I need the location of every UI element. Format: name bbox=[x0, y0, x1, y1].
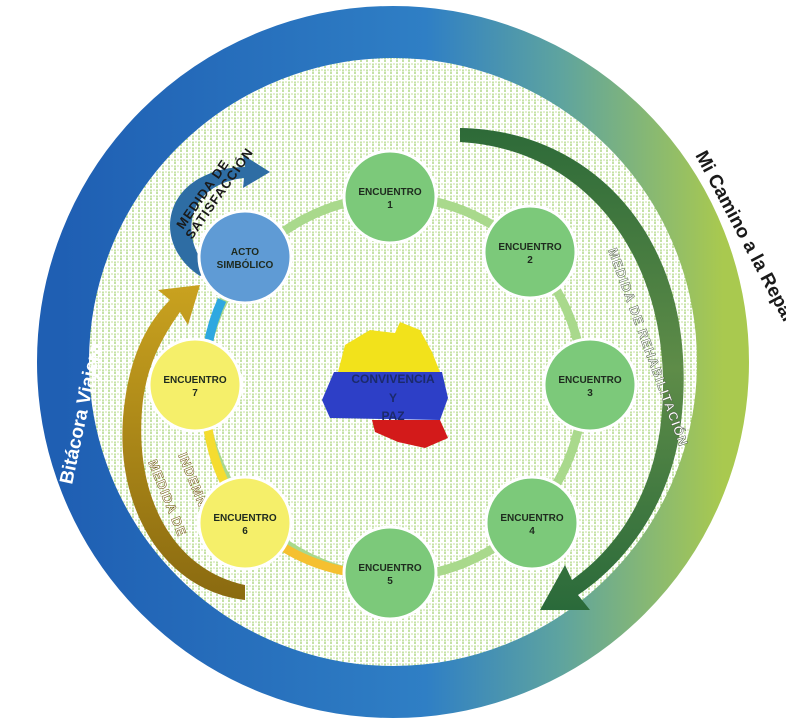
cycle-node-label: ENCUENTRO bbox=[213, 513, 277, 524]
cycle-node-label: ENCUENTRO bbox=[163, 375, 227, 386]
map-red bbox=[372, 420, 448, 448]
cycle-node-label: ENCUENTRO bbox=[358, 563, 422, 574]
map-blue bbox=[322, 372, 448, 420]
cycle-node-circle bbox=[197, 475, 293, 571]
cycle-node-sublabel: 6 bbox=[242, 526, 248, 537]
cycle-node-circle bbox=[342, 525, 438, 621]
cycle-node-label: ENCUENTRO bbox=[558, 375, 622, 386]
cycle-node-sublabel: 5 bbox=[387, 576, 393, 587]
cycle-node-label: ACTO bbox=[231, 247, 259, 258]
center-label-2: Y bbox=[389, 391, 397, 405]
cycle-node-circle bbox=[342, 149, 438, 245]
indemnization-arrow bbox=[122, 285, 245, 600]
cycle-node-circle bbox=[484, 475, 580, 571]
satisfaction-arrow bbox=[170, 155, 270, 276]
cycle-node: ENCUENTRO 5 bbox=[342, 525, 438, 621]
nodes-layer: ENCUENTRO1ENCUENTRO2ENCUENTRO3ENCUENTRO4… bbox=[147, 149, 638, 621]
cycle-node-sublabel: 7 bbox=[192, 388, 198, 399]
cycle-node-sublabel: SIMBÓLICO bbox=[217, 258, 274, 271]
cycle-node: ENCUENTRO 6 bbox=[197, 475, 293, 571]
cycle-node-circle bbox=[542, 337, 638, 433]
cycle-node-sublabel: 1 bbox=[387, 200, 393, 211]
colombia-map bbox=[322, 322, 448, 448]
cycle-node: ENCUENTRO 4 bbox=[484, 475, 580, 571]
cycle-node-circle bbox=[197, 209, 293, 305]
map-yellow bbox=[338, 322, 440, 372]
cycle-node: ENCUENTRO 2 bbox=[482, 204, 578, 300]
cycle-node: ENCUENTRO 3 bbox=[542, 337, 638, 433]
cycle-node-sublabel: 4 bbox=[529, 526, 535, 537]
cycle-node-sublabel: 2 bbox=[527, 255, 533, 266]
center-label-3: PAZ bbox=[381, 409, 404, 423]
cycle-node-label: ENCUENTRO bbox=[498, 242, 562, 253]
cycle-node-circle bbox=[147, 337, 243, 433]
cycle-node: ENCUENTRO 7 bbox=[147, 337, 243, 433]
cycle-node-circle bbox=[482, 204, 578, 300]
center-label-1: CONVIVENCIA bbox=[351, 372, 435, 386]
cycle-node-label: ENCUENTRO bbox=[500, 513, 564, 524]
cycle-node: ENCUENTRO 1 bbox=[342, 149, 438, 245]
cycle-node-sublabel: 3 bbox=[587, 388, 593, 399]
cycle-node-label: ENCUENTRO bbox=[358, 187, 422, 198]
